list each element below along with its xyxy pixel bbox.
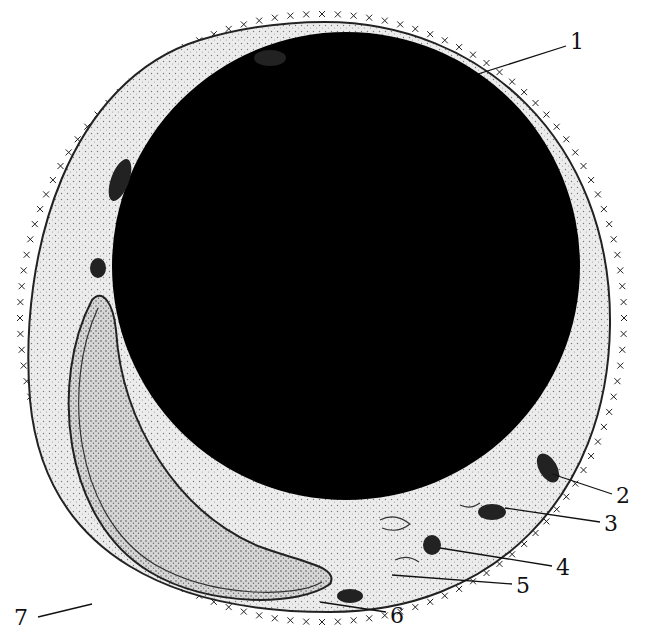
er-membranes (380, 503, 480, 562)
callout-number: 5 (514, 574, 532, 598)
cell-coat (17, 11, 627, 625)
callout-number: 6 (388, 604, 406, 628)
leader-lines (38, 46, 612, 617)
cell-membrane (28, 22, 610, 612)
callout-number: 7 (12, 606, 30, 630)
lipid-droplet (112, 32, 580, 500)
callout-number: 2 (614, 484, 632, 508)
callout-number: 4 (554, 556, 572, 580)
callout-number: 3 (602, 512, 620, 536)
mitochondrion (90, 258, 106, 278)
mitochondrion (254, 50, 286, 66)
mitochondrion (532, 450, 564, 487)
mitochondrion (104, 156, 136, 204)
callout-number: 1 (568, 30, 586, 54)
mitochondrion (423, 535, 441, 555)
mitochondrion (337, 589, 363, 603)
mitochondrion (478, 504, 506, 520)
